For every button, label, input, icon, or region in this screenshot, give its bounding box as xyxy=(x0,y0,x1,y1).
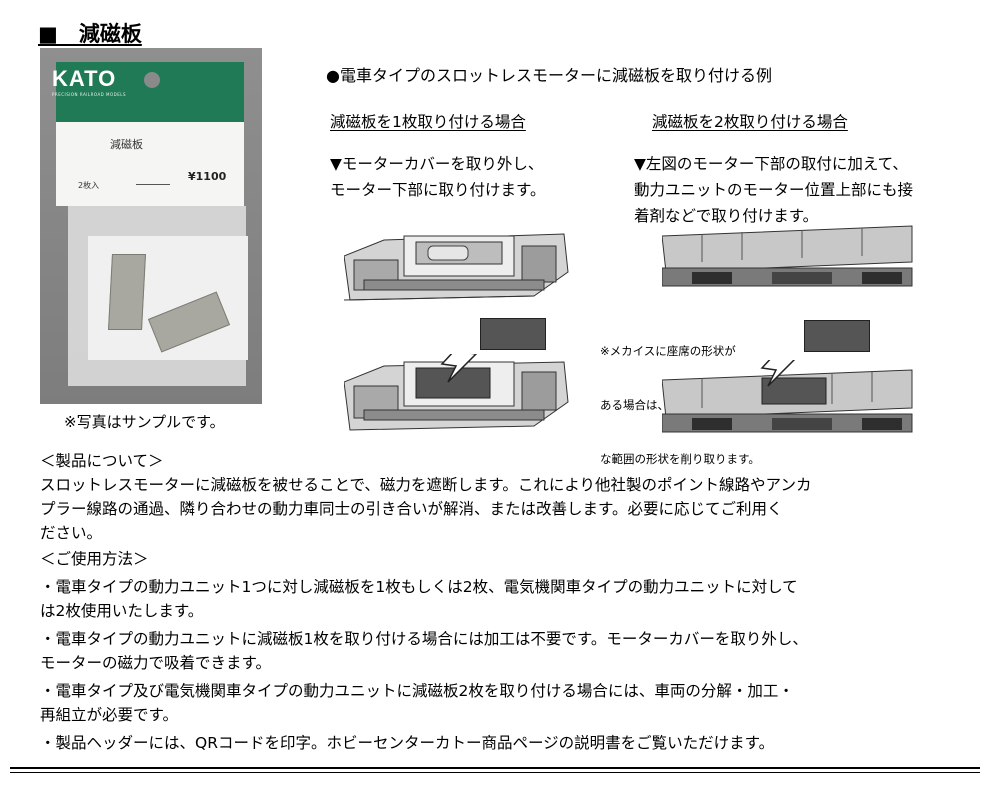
usage-line: 再組立が必要です。 xyxy=(40,706,178,724)
about-heading: ＜製品について＞ xyxy=(40,452,164,470)
demagnetizing-plate-shape xyxy=(480,318,546,350)
motor-unit-diagram-before xyxy=(344,226,570,304)
product-photo: KATO PRECISION RAILROAD MODELS 減磁板 2枚入 ¥… xyxy=(40,48,262,404)
two-sheets-line: ▼左図のモーター下部の取付に加えて、 xyxy=(634,155,908,173)
package-price: ¥1100 xyxy=(188,170,227,183)
package-product-name: 減磁板 xyxy=(110,138,143,151)
hang-hole xyxy=(144,72,160,88)
usage-line: は2枚使用いたします。 xyxy=(40,602,204,620)
about-line: スロットレスモーターに減磁板を被せることで、磁力を遮断します。これにより他社製の… xyxy=(40,476,812,494)
about-line: プラー線路の通過、隣り合わせの動力車同士の引き合いが解消、または改善します。必要… xyxy=(40,500,783,518)
usage-heading: ＜ご使用方法＞ xyxy=(40,550,149,568)
one-sheet-line: ▼モーターカバーを取り外し、 xyxy=(330,155,544,173)
motor-unit-diagram-after xyxy=(344,354,570,434)
package-card xyxy=(56,122,244,206)
package-quantity: 2枚入 xyxy=(78,181,100,190)
motor-unit-diagram-with-plates xyxy=(662,360,914,438)
demagnetizing-plate xyxy=(108,254,146,330)
note-line: ※メカイスに座席の形状が xyxy=(600,344,736,358)
motor-unit-diagram-top-view xyxy=(662,222,914,294)
two-sheets-line: 動力ユニットのモーター位置上部にも接 xyxy=(634,181,914,199)
demagnetizing-plate-shape xyxy=(804,320,870,352)
one-sheet-line: モーター下部に取り付けます。 xyxy=(330,181,546,199)
one-sheet-heading: 減磁板を1枚取り付ける場合 xyxy=(330,113,526,131)
bottom-rule xyxy=(10,767,980,769)
page-title: ■ 減磁板 xyxy=(38,22,142,46)
package-divider xyxy=(136,184,170,185)
usage-line: ・電車タイプの動力ユニット1つに対し減磁板を1枚もしくは2枚、電気機関車タイプの… xyxy=(40,578,798,596)
usage-line: ・製品ヘッダーには、QRコードを印字。ホビーセンターカトー商品ページの説明書をご… xyxy=(40,734,775,752)
bottom-rule xyxy=(10,772,980,773)
usage-line: ・電車タイプ及び電気機関車タイプの動力ユニットに減磁板2枚を取り付ける場合には、… xyxy=(40,682,794,700)
usage-line: ・電車タイプの動力ユニットに減磁板1枚を取り付ける場合には加工は不要です。モータ… xyxy=(40,630,808,648)
two-sheets-line: 着剤などで取り付けます。 xyxy=(634,207,819,225)
two-sheets-heading: 減磁板を2枚取り付ける場合 xyxy=(652,113,848,131)
note-line: な範囲の形状を削り取ります。 xyxy=(600,452,760,466)
kato-logo: KATO xyxy=(52,66,117,91)
example-heading: ●電車タイプのスロットレスモーターに減磁板を取り付ける例 xyxy=(326,66,772,85)
about-line: ださい。 xyxy=(40,524,103,542)
photo-caption: ※写真はサンプルです。 xyxy=(64,413,225,431)
usage-line: モーターの磁力で吸着できます。 xyxy=(40,654,271,672)
kato-logo-subtitle: PRECISION RAILROAD MODELS xyxy=(52,92,127,97)
